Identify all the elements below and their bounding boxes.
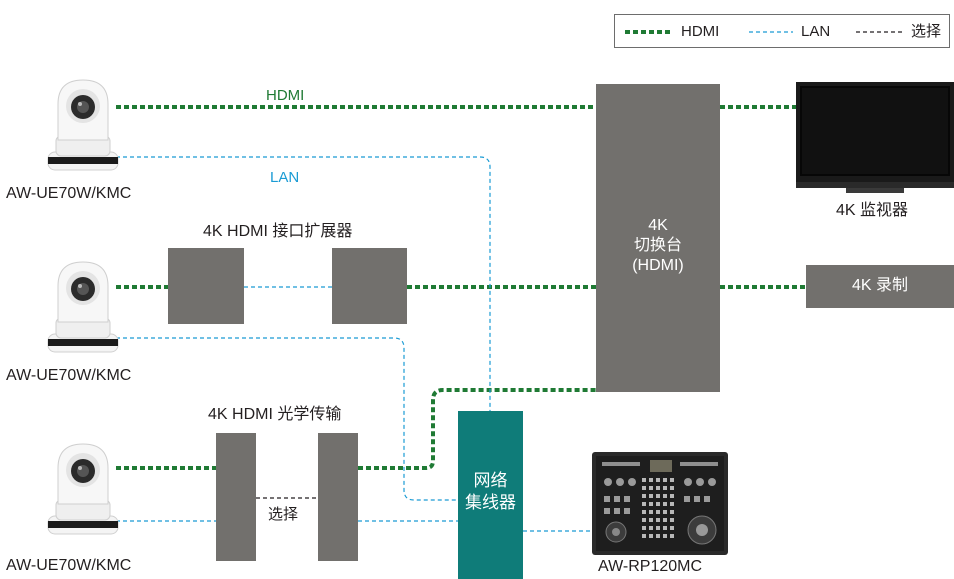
legend-swatches: [625, 30, 905, 34]
camera-1-label: AW-UE70W/KMC: [6, 185, 132, 202]
switcher: 4K 切换台 (HDMI): [596, 84, 720, 392]
recorder-label: 4K 录制: [851, 277, 909, 294]
hub-label: 网络 集线器: [465, 471, 516, 512]
hdmi-line-optical-switcher: [358, 388, 596, 470]
extender-title: 4K HDMI 接口扩展器: [203, 223, 353, 240]
camera-1: [40, 74, 126, 174]
monitor-label: 4K 监视器: [836, 202, 909, 219]
ptz-camera-icon: [47, 79, 119, 171]
switcher-label: 4K 切换台 (HDMI): [632, 217, 684, 274]
hdmi-line-label: HDMI: [266, 87, 305, 104]
optical-title: 4K HDMI 光学传输: [208, 406, 342, 423]
remote-controller: [592, 452, 728, 555]
legend-lan-label: LAN: [801, 23, 831, 40]
optical-select-label: 选择: [268, 506, 299, 523]
camera-2: [40, 256, 126, 356]
optical-transmitter: [216, 433, 256, 561]
monitor-icon: [796, 82, 954, 193]
ptz-camera-icon: [47, 443, 119, 535]
lan-line-camera2-hub: [116, 337, 458, 501]
legend-hdmi-label: HDMI: [681, 23, 720, 40]
recorder: 4K 录制: [806, 265, 954, 308]
extender-transmitter: [168, 248, 244, 324]
lan-line-camera1-hub: [116, 156, 491, 411]
lan-line-label: LAN: [270, 169, 300, 186]
network-hub: 网络 集线器: [458, 411, 523, 579]
controller-icon: [592, 452, 728, 555]
camera-2-label: AW-UE70W/KMC: [6, 367, 132, 384]
monitor: [796, 82, 954, 194]
camera-3-label: AW-UE70W/KMC: [6, 557, 132, 574]
camera-3: [40, 438, 126, 538]
controller-label: AW-RP120MC: [598, 558, 703, 575]
ptz-camera-icon: [47, 261, 119, 353]
extender-receiver: [332, 248, 407, 324]
legend: HDMI LAN 选择: [614, 14, 950, 48]
optical-receiver: [318, 433, 358, 561]
legend-select-label: 选择: [911, 23, 942, 40]
